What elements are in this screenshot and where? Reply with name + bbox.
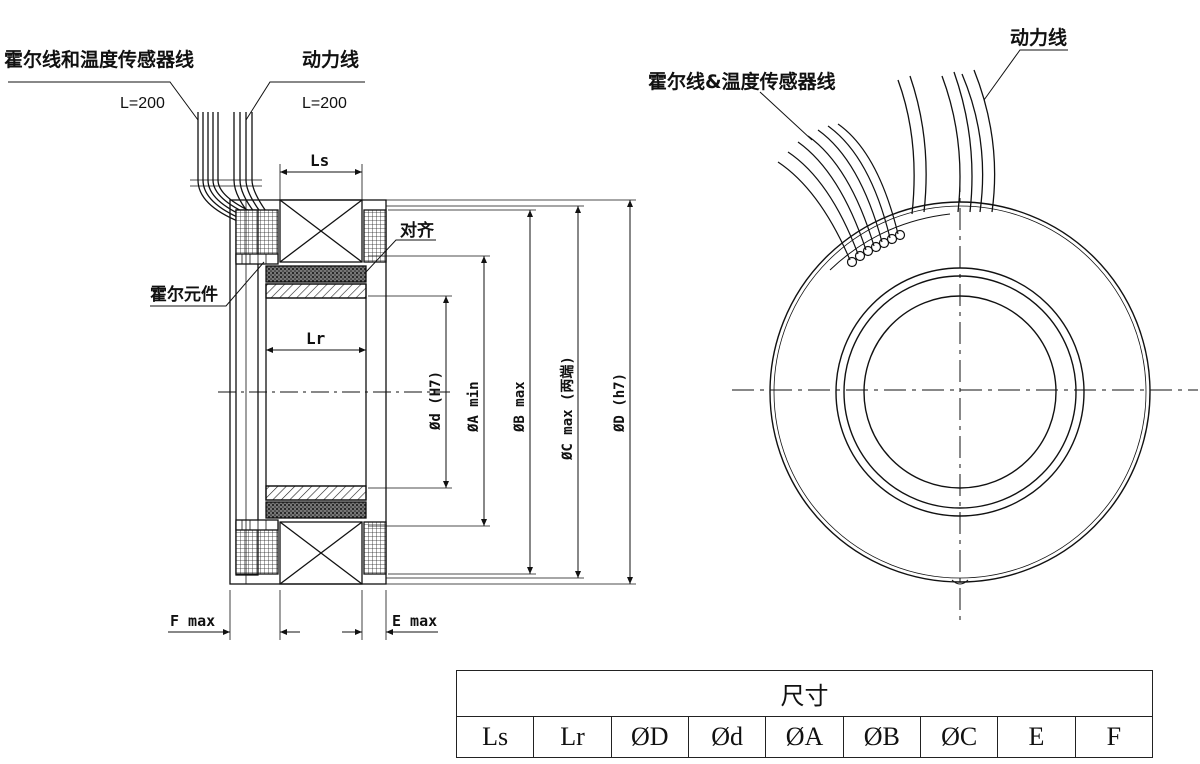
front-hall-wires [777, 123, 899, 261]
table-col-b: ØB [842, 716, 921, 758]
dim-c-max-label: ØC max (两端) [559, 356, 576, 461]
front-hall-temp-wire-label: 霍尔线&温度传感器线 [648, 70, 836, 93]
table-col-ls: Ls [455, 716, 535, 758]
front-view [732, 49, 1198, 622]
dimension-table: 尺寸 Ls Lr ØD Ød ØA ØB ØC E F [455, 670, 1154, 758]
align-label: 对齐 [400, 220, 435, 241]
hall-wires [197, 112, 257, 223]
dim-e-max-label: E max [392, 612, 437, 630]
table-col-a: ØA [765, 716, 844, 758]
dim-d-outer-label: ØD (h7) [612, 373, 628, 433]
dim-lr-label: Lr [306, 329, 325, 348]
power-wire-length: L=200 [302, 95, 347, 112]
front-power-wire-label: 动力线 [1010, 26, 1067, 49]
dim-a-min-label: ØA min [466, 381, 482, 433]
table-title: 尺寸 [456, 670, 1153, 717]
dim-d-inner-label: Ød (H7) [428, 371, 444, 431]
hall-wire-length: L=200 [120, 95, 165, 112]
front-wire-connectors [846, 229, 906, 268]
table-col-lr: Lr [533, 716, 612, 758]
front-power-wires [897, 69, 996, 215]
side-view [8, 81, 636, 640]
table-header-row: Ls Lr ØD Ød ØA ØB ØC E F [455, 716, 1154, 758]
table-col-c: ØC [919, 716, 999, 758]
table-col-e: E [997, 716, 1076, 758]
dim-b-max-label: ØB max [512, 381, 528, 433]
hall-element-label: 霍尔元件 [150, 284, 218, 305]
table-col-f: F [1074, 716, 1154, 758]
hall-temp-wire-label: 霍尔线和温度传感器线 [4, 48, 194, 71]
dim-f-max-label: F max [170, 612, 215, 630]
power-wire-label: 动力线 [302, 48, 359, 71]
dim-ls-label: Ls [310, 151, 329, 170]
table-col-d-inner: Ød [687, 716, 767, 758]
table-col-d-outer: ØD [610, 716, 689, 758]
